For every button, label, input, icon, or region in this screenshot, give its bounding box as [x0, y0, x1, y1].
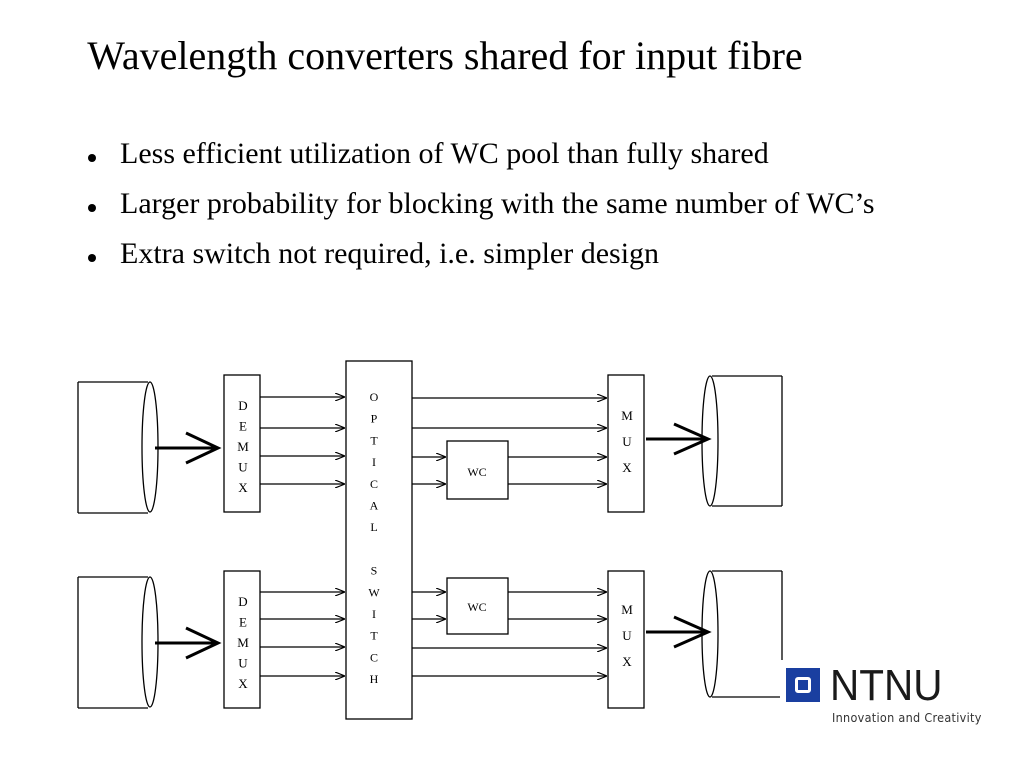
optical-switch [345, 360, 413, 720]
logo-tagline: Innovation and Creativity [832, 710, 982, 725]
input-fibre-2 [77, 576, 148, 709]
mux-letter: U [622, 628, 632, 643]
output-fibre-1 [712, 375, 783, 507]
demux-letter: E [239, 615, 247, 630]
mux-letter: M [621, 408, 633, 423]
mux-letter: X [622, 460, 632, 475]
wc-box [446, 577, 509, 635]
switch-letter: S [371, 564, 378, 578]
switch-letter: I [372, 607, 376, 621]
demux-letter: M [237, 635, 249, 650]
switch-letter: C [370, 650, 378, 664]
switch-letter: A [370, 499, 379, 513]
bullet-dot-icon [88, 254, 96, 262]
input-arrow [155, 626, 222, 660]
wc-label: WC [467, 600, 486, 614]
bullet-list: Less efficient utilization of WC pool th… [86, 138, 986, 288]
demux-letter: E [239, 419, 247, 434]
switch-letter: P [371, 412, 378, 426]
switch-letter: W [368, 585, 380, 599]
demux-letter: D [238, 594, 247, 609]
bullet-item: Larger probability for blocking with the… [86, 188, 986, 219]
bullet-item: Less efficient utilization of WC pool th… [86, 138, 986, 169]
demux-letter: X [238, 676, 248, 691]
mux-letter: U [622, 434, 632, 449]
wc-box [446, 440, 509, 500]
demux-box [223, 570, 261, 709]
mux-box [607, 374, 645, 513]
input-fibre-1 [77, 381, 148, 514]
output-arrow [646, 422, 712, 456]
bullet-dot-icon [88, 204, 96, 212]
bullet-item: Extra switch not required, i.e. simpler … [86, 238, 986, 269]
switch-letter: I [372, 455, 376, 469]
mux-letter: X [622, 654, 632, 669]
switch-letter: T [370, 629, 378, 643]
demux-letter: D [238, 398, 247, 413]
switch-letter: T [370, 433, 378, 447]
output-fibre-2 [712, 570, 783, 698]
output-arrow [646, 615, 712, 649]
switch-letter: O [370, 390, 379, 404]
demux-box [223, 374, 261, 513]
switch-letter: L [370, 520, 377, 534]
bullet-text: Larger probability for blocking with the… [120, 187, 875, 220]
logo-name: NTNU [830, 661, 943, 710]
demux-letter: X [238, 480, 248, 495]
bullet-dot-icon [88, 154, 96, 162]
bullet-text: Less efficient utilization of WC pool th… [120, 137, 769, 170]
ntnu-logo: NTNU Innovation and Creativity [780, 660, 1010, 732]
ntnu-logo-icon [786, 668, 820, 702]
slide-title: Wavelength converters shared for input f… [87, 33, 803, 78]
demux-letter: U [238, 656, 248, 671]
switch-letter: C [370, 477, 378, 491]
mux-letter: M [621, 602, 633, 617]
switch-letter: H [370, 672, 379, 686]
mux-box [607, 570, 645, 709]
wc-label: WC [467, 465, 486, 479]
demux-letter: M [237, 439, 249, 454]
demux-letter: U [238, 460, 248, 475]
bullet-text: Extra switch not required, i.e. simpler … [120, 237, 660, 270]
input-arrow [155, 431, 222, 465]
